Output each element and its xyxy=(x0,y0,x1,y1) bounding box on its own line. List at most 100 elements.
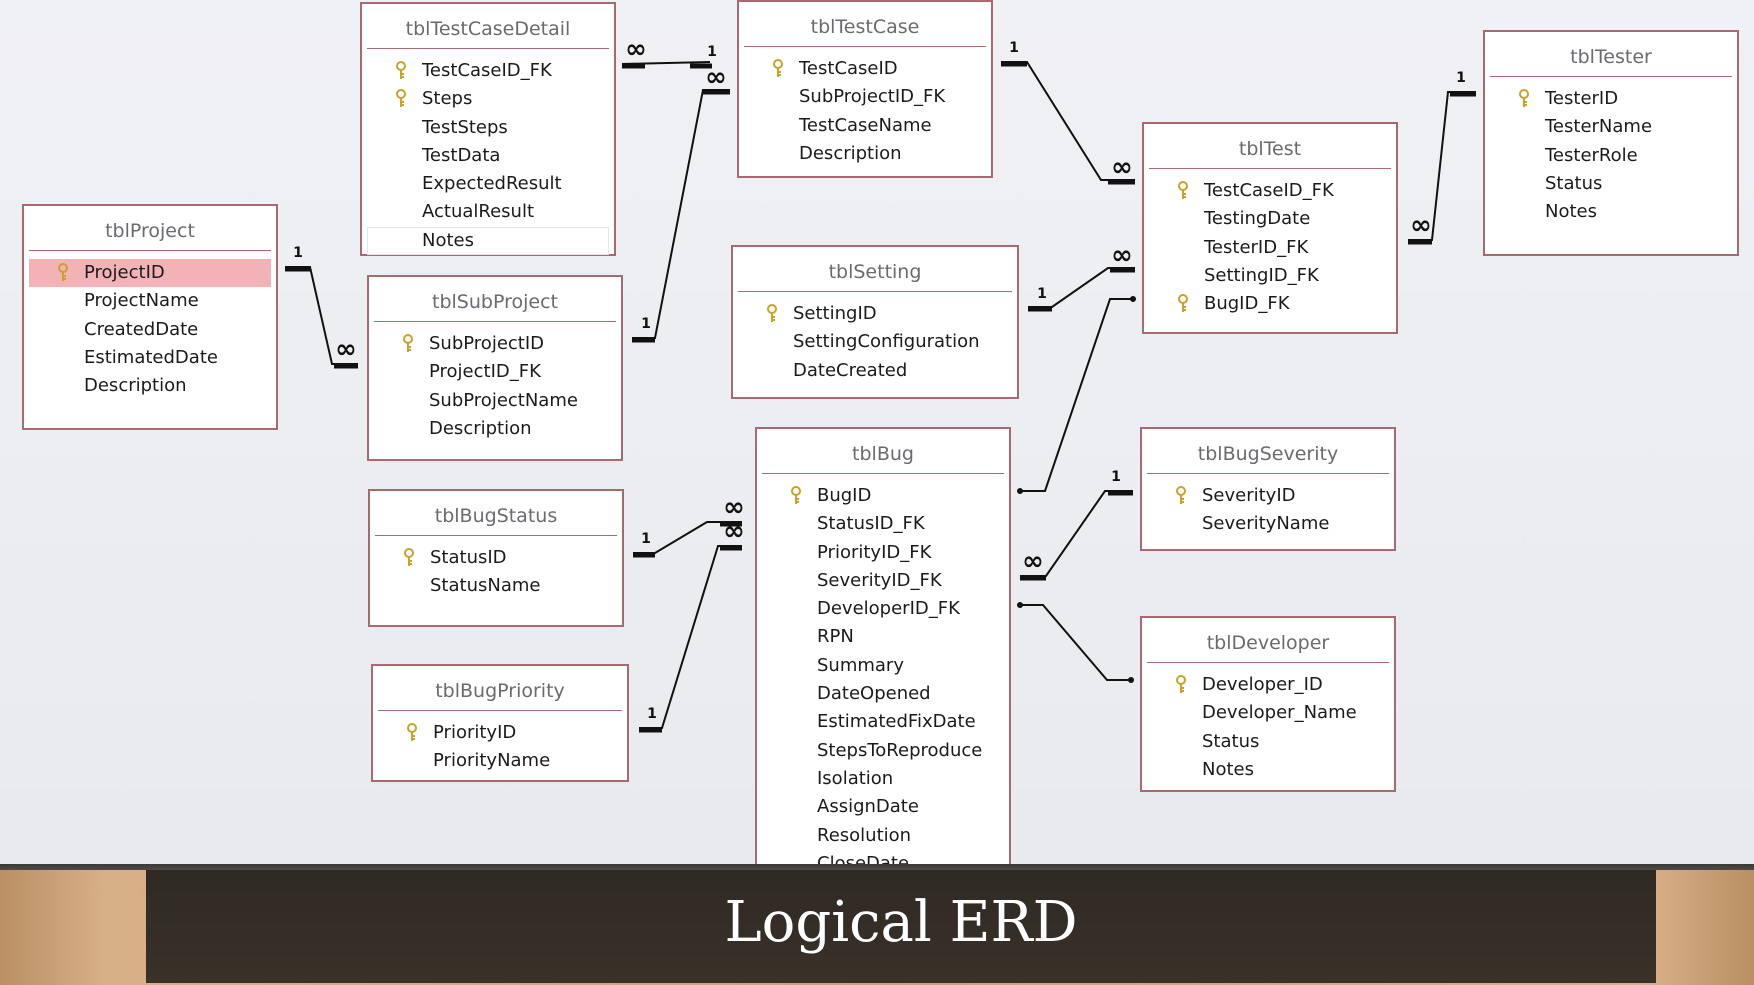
relationship-tblSetting-tblTest: 1∞ xyxy=(1028,241,1135,312)
field-name: Summary xyxy=(817,654,904,676)
cardinality-many: ∞ xyxy=(723,493,745,523)
field-row[interactable]: ExpectedResult xyxy=(367,170,609,198)
field-row[interactable]: SeverityName xyxy=(1147,510,1389,538)
relationship-tblSubProject-tblTestCase: 1∞ xyxy=(632,63,730,343)
field-row[interactable]: TestCaseID_FK xyxy=(1149,177,1391,205)
table-title: tblBugPriority xyxy=(378,666,622,711)
field-row[interactable]: RPN xyxy=(762,623,1004,651)
field-row[interactable]: TesterID_FK xyxy=(1149,234,1391,262)
field-row[interactable]: TestCaseName xyxy=(744,112,986,140)
table-title: tblDeveloper xyxy=(1147,618,1389,663)
connector-dot xyxy=(1017,488,1023,494)
relationship-line xyxy=(632,89,730,339)
field-name: SettingID xyxy=(793,303,877,324)
field-row[interactable]: EstimatedDate xyxy=(29,344,271,372)
field-name: SubProjectName xyxy=(429,389,578,411)
field-row[interactable]: TestData xyxy=(367,142,609,170)
field-row[interactable]: Resolution xyxy=(762,822,1004,850)
field-name: TesterID xyxy=(1545,88,1619,109)
field-row[interactable]: Developer_ID xyxy=(1147,671,1389,699)
field-row[interactable]: PriorityID_FK xyxy=(762,539,1004,567)
field-row[interactable]: ProjectID xyxy=(29,259,271,288)
field-row[interactable]: SettingConfiguration xyxy=(738,328,1012,356)
field-row[interactable]: StatusID xyxy=(375,544,617,572)
field-row[interactable]: Developer_Name xyxy=(1147,699,1389,727)
cardinality-many: ∞ xyxy=(723,517,745,547)
field-row[interactable]: Notes xyxy=(1490,198,1732,226)
cardinality-many: ∞ xyxy=(1111,241,1133,271)
field-row[interactable]: PriorityName xyxy=(378,747,622,775)
field-row[interactable]: EstimatedFixDate xyxy=(762,708,1004,736)
table-title: tblTest xyxy=(1149,124,1391,169)
field-row[interactable]: Description xyxy=(744,140,986,168)
field-row[interactable]: ActualResult xyxy=(367,198,609,226)
table-title: tblBugSeverity xyxy=(1147,429,1389,474)
field-row[interactable]: Summary xyxy=(762,652,1004,680)
field-name: Resolution xyxy=(817,824,912,846)
field-row[interactable]: DateOpened xyxy=(762,680,1004,708)
field-row[interactable]: TestCaseID xyxy=(744,55,986,83)
field-row[interactable]: StepsToReproduce xyxy=(762,737,1004,765)
field-row[interactable]: TestCaseID_FK xyxy=(367,57,609,85)
field-name: StatusID xyxy=(430,547,507,568)
relationship-tblBugStatus-tblBug: 1∞ xyxy=(633,493,745,558)
field-row[interactable]: DeveloperID_FK xyxy=(762,595,1004,623)
field-row[interactable]: AssignDate xyxy=(762,793,1004,821)
field-row[interactable]: SubProjectName xyxy=(374,387,616,415)
cardinality-one: 1 xyxy=(647,706,657,722)
field-name: TesterID_FK xyxy=(1204,236,1309,258)
field-name: ActualResult xyxy=(422,201,535,223)
field-row[interactable]: StatusID_FK xyxy=(762,510,1004,538)
field-row[interactable]: Notes xyxy=(1147,756,1389,784)
key-icon xyxy=(58,263,68,281)
field-row[interactable]: TesterName xyxy=(1490,113,1732,141)
field-name: StatusID_FK xyxy=(817,513,925,535)
field-row[interactable]: ProjectID_FK xyxy=(374,358,616,386)
field-row[interactable]: SeverityID xyxy=(1147,482,1389,510)
field-row[interactable]: DateCreated xyxy=(738,357,1012,385)
field-row[interactable]: BugID xyxy=(762,482,1004,510)
field-name: ExpectedResult xyxy=(422,173,562,195)
field-row[interactable]: StatusName xyxy=(375,572,617,600)
field-name: PriorityID_FK xyxy=(817,541,932,563)
field-row[interactable]: TestingDate xyxy=(1149,205,1391,233)
field-row[interactable]: TestSteps xyxy=(367,114,609,142)
field-row[interactable]: TesterRole xyxy=(1490,142,1732,170)
field-name: Description xyxy=(84,375,187,397)
field-row[interactable]: Notes xyxy=(367,226,609,256)
field-row[interactable]: ProjectName xyxy=(29,287,271,315)
relationship-line xyxy=(639,545,742,729)
field-row[interactable]: PriorityID xyxy=(378,719,622,747)
field-name: CreatedDate xyxy=(84,318,199,340)
field-row[interactable]: BugID_FK xyxy=(1149,290,1391,318)
cardinality-many: ∞ xyxy=(1410,211,1432,241)
field-row[interactable]: TesterID xyxy=(1490,85,1732,113)
field-row[interactable]: SettingID_FK xyxy=(1149,262,1391,290)
field-row[interactable]: Steps xyxy=(367,85,609,113)
field-row[interactable]: SeverityID_FK xyxy=(762,567,1004,595)
field-row[interactable]: SubProjectID xyxy=(374,330,616,358)
field-row[interactable]: Status xyxy=(1147,728,1389,756)
field-row[interactable]: Status xyxy=(1490,170,1732,198)
field-row[interactable]: Isolation xyxy=(762,765,1004,793)
field-row[interactable]: SettingID xyxy=(738,300,1012,328)
table-title: tblBug xyxy=(762,429,1004,474)
field-row[interactable]: SubProjectID_FK xyxy=(744,83,986,111)
field-row[interactable]: Description xyxy=(374,415,616,443)
relationship-tblBug-tblTest xyxy=(1017,296,1136,494)
field-row[interactable]: CreatedDate xyxy=(29,316,271,344)
field-row[interactable]: Description xyxy=(29,372,271,400)
relationship-tblTestCase-tblTestCaseDetail: ∞1 xyxy=(621,35,717,69)
